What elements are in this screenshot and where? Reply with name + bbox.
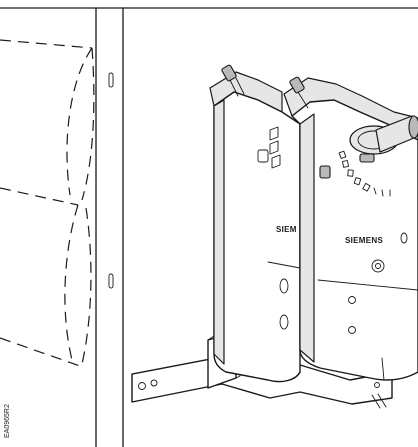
figure-code: EA0965R2 [4,404,11,438]
manual-override-knob [371,259,385,273]
wall-panel [0,7,418,447]
brand-label-rear: SIEM [276,225,297,234]
damper-actuator-icon: SIEMENS [283,76,418,381]
slot-hole-top [108,72,114,88]
slot-hole-bottom [108,273,114,289]
position-scale [338,150,391,197]
bracket-hole-1 [138,382,146,390]
brand-label-front: SIEMENS [345,236,383,245]
fitting-front [289,76,309,109]
shaft-coupling-icon [349,115,418,163]
dashed-damper-blade-icon [0,39,95,367]
damper-actuator-rear: SIEM [209,64,301,383]
bracket-hole-3 [374,382,380,388]
bracket-hole-2 [150,379,158,387]
fitting-rear [221,64,245,97]
